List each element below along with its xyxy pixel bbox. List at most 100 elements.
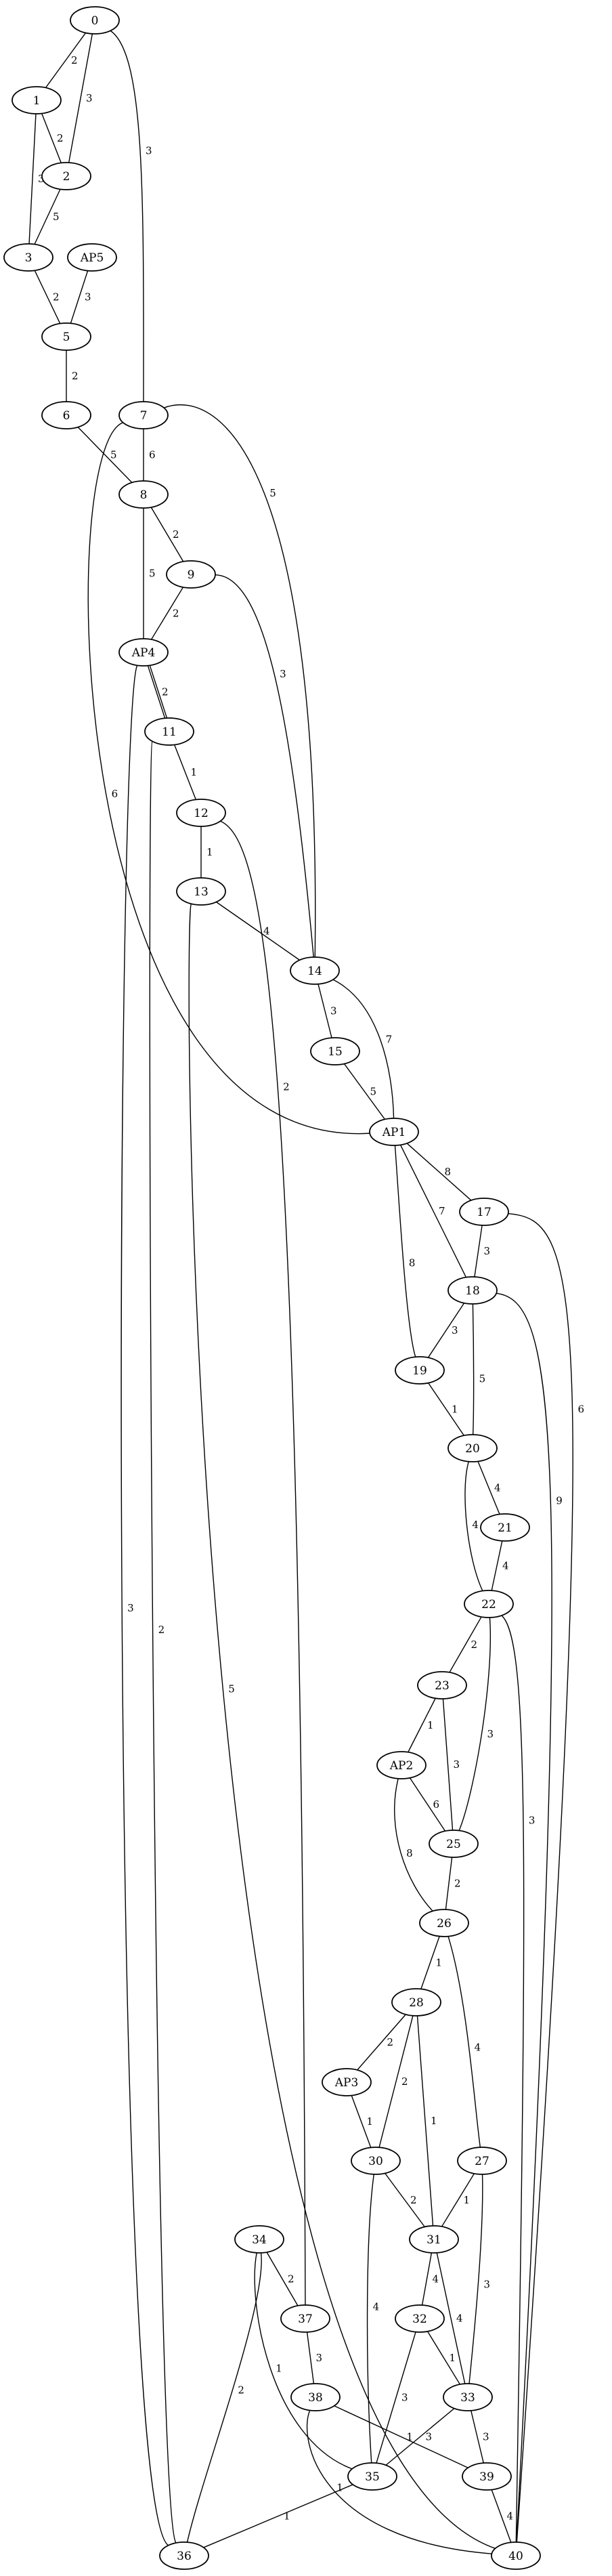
edge-17-40: 6 bbox=[508, 1213, 584, 2543]
node-ellipse bbox=[144, 717, 194, 746]
edge-line bbox=[203, 2484, 353, 2548]
node-ellipse bbox=[347, 2462, 397, 2491]
node-ellipse bbox=[118, 480, 169, 509]
edge-line bbox=[394, 1145, 416, 1357]
edge-line bbox=[34, 189, 61, 245]
edge-weight-label: 2 bbox=[72, 370, 79, 382]
node-label: 3 bbox=[25, 251, 32, 265]
node-39: 39 bbox=[462, 2462, 512, 2491]
node-ellipse bbox=[395, 1356, 445, 1385]
edge-weight-label: 2 bbox=[454, 1878, 461, 1890]
edge-line bbox=[420, 1936, 440, 1989]
node-ellipse bbox=[118, 401, 169, 429]
edge-line bbox=[163, 404, 316, 958]
edge-line bbox=[491, 1540, 503, 1591]
edge-line bbox=[121, 665, 169, 2546]
edge-line bbox=[385, 2408, 455, 2466]
edge-weight-label: 6 bbox=[149, 449, 156, 461]
edge-weight-label: 5 bbox=[53, 211, 60, 223]
node-ellipse bbox=[480, 1513, 530, 1542]
node-32: 32 bbox=[395, 2304, 445, 2333]
edge-weight-label: 2 bbox=[401, 2075, 408, 2088]
node-ellipse bbox=[409, 2225, 459, 2254]
node-36: 36 bbox=[159, 2541, 209, 2570]
node-7: 7 bbox=[118, 401, 169, 429]
node-label: 1 bbox=[33, 94, 41, 108]
edge-weight-label: 8 bbox=[445, 1166, 452, 1178]
node-ellipse bbox=[459, 1198, 509, 1226]
edge-34-37: 2 bbox=[266, 2252, 299, 2306]
node-AP4: AP4 bbox=[118, 638, 169, 667]
node-label: 22 bbox=[481, 1598, 496, 1611]
node-6: 6 bbox=[41, 401, 91, 429]
edge-14-15: 3 bbox=[318, 984, 337, 1038]
node-label: 14 bbox=[307, 965, 322, 978]
edge-line bbox=[77, 427, 133, 483]
edge-weight-label: 7 bbox=[439, 1205, 445, 1217]
edge-AP3-30: 1 bbox=[351, 2095, 374, 2148]
edge-line bbox=[376, 2331, 416, 2464]
node-label: 39 bbox=[479, 2470, 494, 2484]
node-ellipse bbox=[419, 1909, 469, 1937]
node-35: 35 bbox=[347, 2462, 397, 2491]
edge-weight-label: 3 bbox=[38, 173, 45, 185]
node-label: AP3 bbox=[334, 2076, 359, 2090]
node-AP1: AP1 bbox=[369, 1118, 419, 1146]
node-label: 28 bbox=[409, 1996, 424, 2010]
edge-line bbox=[351, 2095, 372, 2148]
edge-line bbox=[215, 574, 314, 958]
edge-weight-label: 3 bbox=[146, 144, 152, 156]
node-label: 15 bbox=[328, 1045, 343, 1059]
node-12: 12 bbox=[176, 799, 226, 827]
edge-line bbox=[501, 1615, 525, 2543]
edge-32-35: 3 bbox=[376, 2331, 416, 2464]
edge-weight-label: 1 bbox=[367, 2115, 374, 2128]
edge-weight-label: 4 bbox=[502, 1560, 509, 1572]
node-ellipse bbox=[41, 162, 91, 190]
edge-13-14: 4 bbox=[216, 902, 300, 960]
edge-32-33: 1 bbox=[427, 2331, 461, 2385]
edge-9-AP4: 2 bbox=[150, 587, 184, 640]
edge-weight-label: 6 bbox=[112, 788, 118, 800]
edge-38-40: 1 bbox=[306, 2410, 492, 2554]
edge-weight-label: 1 bbox=[452, 1403, 458, 1416]
edge-line bbox=[45, 33, 87, 88]
edge-33-35: 3 bbox=[385, 2408, 455, 2466]
edge-12-37: 2 bbox=[220, 820, 306, 2306]
edge-weight-label: 8 bbox=[406, 1847, 413, 1859]
edge-line bbox=[87, 422, 370, 1134]
edge-line bbox=[468, 2174, 483, 2384]
node-ellipse bbox=[118, 638, 169, 667]
edge-line bbox=[216, 902, 300, 960]
node-ellipse bbox=[443, 2383, 493, 2411]
node-11: 11 bbox=[144, 717, 194, 746]
edge-0-1: 2 bbox=[45, 33, 87, 88]
edge-weight-label: 5 bbox=[370, 1086, 377, 1098]
node-label: 37 bbox=[298, 2313, 313, 2326]
edge-weight-label: 2 bbox=[173, 528, 179, 541]
edge-weight-label: 3 bbox=[316, 2352, 323, 2364]
node-ellipse bbox=[176, 877, 226, 906]
edge-37-38: 3 bbox=[306, 2331, 323, 2384]
edge-line bbox=[220, 820, 306, 2306]
edge-11-36: 2 bbox=[149, 740, 177, 2543]
node-label: AP2 bbox=[389, 1759, 414, 1773]
edge-weight-label: 2 bbox=[173, 608, 179, 620]
edge-line bbox=[150, 507, 184, 562]
node-ellipse bbox=[234, 2225, 284, 2254]
edge-weight-label: 4 bbox=[456, 2313, 463, 2325]
edge-line bbox=[150, 587, 184, 640]
edge-33-39: 3 bbox=[471, 2410, 489, 2464]
node-ellipse bbox=[462, 2462, 512, 2491]
edge-line bbox=[306, 2410, 492, 2554]
node-22: 22 bbox=[464, 1590, 514, 1618]
edge-weight-label: 2 bbox=[238, 2384, 244, 2396]
edge-17-18: 3 bbox=[474, 1225, 490, 1278]
node-31: 31 bbox=[409, 2225, 459, 2254]
edge-28-AP3: 2 bbox=[357, 2014, 406, 2071]
node-40: 40 bbox=[491, 2541, 541, 2570]
edge-weight-label: 3 bbox=[487, 1728, 494, 1740]
edge-line bbox=[442, 1698, 454, 1831]
edge-23-25: 3 bbox=[442, 1698, 460, 1831]
edge-weight-label: 4 bbox=[263, 925, 270, 937]
